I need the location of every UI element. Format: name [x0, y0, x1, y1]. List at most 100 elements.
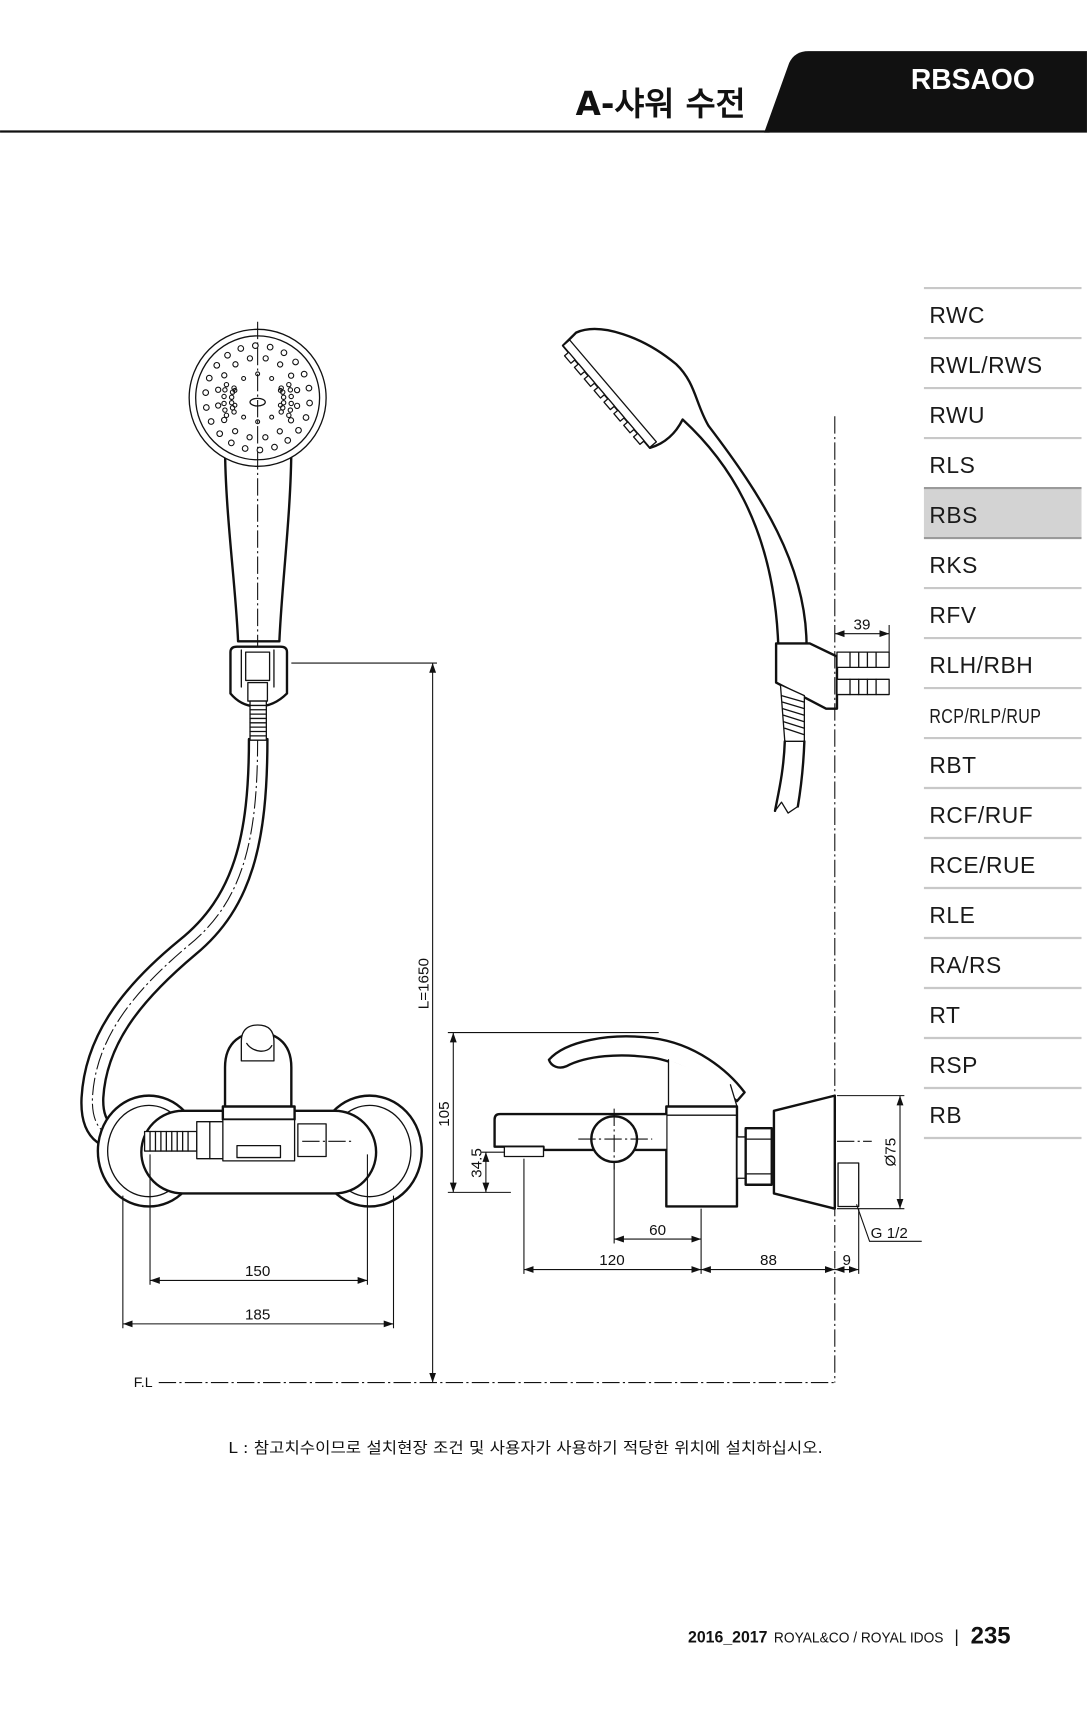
spray-hole — [241, 375, 247, 381]
spray-hole — [231, 428, 239, 435]
nipple-upper-ridges — [849, 651, 877, 669]
spray-hole — [305, 384, 313, 392]
hose-nut-top — [247, 681, 269, 702]
spray-hole — [300, 370, 308, 378]
floor-level-label: F.L — [134, 1374, 153, 1390]
dim-label-75: Ø75 — [883, 1138, 900, 1167]
page-header: A-샤워 수전 RBSAOO — [0, 51, 1087, 133]
index-item-rce-rue: RCE/RUE — [929, 852, 1035, 878]
spray-hole — [222, 407, 228, 413]
spray-hole — [288, 393, 294, 400]
hose-coil-top — [249, 700, 267, 741]
footer-separator: | — [954, 1626, 959, 1646]
dim-label-185: 185 — [245, 1307, 270, 1324]
hose-coil-ribs — [249, 704, 267, 737]
thread-label: G 1/2 — [871, 1225, 908, 1242]
bracket-socket — [245, 651, 271, 682]
hose-outer-edge — [80, 737, 251, 1154]
housing-window — [236, 1144, 282, 1159]
spray-hole — [269, 375, 275, 381]
spray-hole — [224, 351, 231, 359]
page-footer: 2016_2017 ROYAL&CO / ROYAL IDOS | 235 — [688, 1622, 1010, 1649]
spray-hole — [221, 416, 228, 424]
installation-note: L : 참고치수이므로 설치현장 조건 및 사용자가 사용하기 적당한 위치에 … — [228, 1439, 823, 1457]
spray-hole — [288, 400, 294, 407]
lever-cap — [240, 1024, 275, 1062]
spray-hole — [232, 387, 238, 393]
front-hose — [80, 737, 269, 1154]
spray-hole — [266, 343, 274, 351]
bracket-nipple-lower — [836, 678, 890, 696]
nozzle-ridge — [632, 432, 645, 446]
side-shower-head — [561, 327, 808, 647]
index-item-rwu: RWU — [929, 402, 985, 428]
dim-label-34-5: 34.5 — [469, 1148, 486, 1178]
spray-hole — [306, 399, 313, 407]
spray-hole — [277, 387, 283, 393]
side-wall-bracket — [774, 642, 890, 710]
spray-hole — [231, 409, 237, 415]
spout-outlet — [503, 1146, 545, 1158]
thread-leader — [856, 1204, 922, 1242]
spray-hole — [241, 445, 249, 452]
index-item-rbt: RBT — [929, 752, 976, 778]
nozzle-ridge — [623, 421, 635, 434]
dim-label-105: 105 — [436, 1101, 453, 1126]
dim-label-150: 150 — [245, 1263, 270, 1280]
index-item-rlh-rbh: RLH/RBH — [929, 652, 1033, 678]
footer-years: 2016_2017 — [688, 1628, 767, 1646]
spray-hole — [221, 372, 228, 379]
nozzle-ridge — [583, 374, 596, 388]
nozzle-ridge — [593, 386, 606, 399]
right-connector — [297, 1123, 327, 1158]
spray-hole — [262, 355, 269, 362]
side-body — [665, 1105, 739, 1208]
spray-hole — [251, 342, 259, 350]
spray-hole — [202, 389, 210, 396]
side-head-face — [562, 339, 657, 449]
side-view-drawing — [493, 327, 890, 1383]
spout — [493, 1112, 668, 1152]
side-connector — [736, 1136, 747, 1179]
index-item-rwl-rws: RWL/RWS — [929, 352, 1042, 378]
spray-hole — [213, 361, 221, 369]
side-index-active-highlight — [923, 488, 1082, 539]
spray-hole — [280, 394, 287, 400]
spray-hole — [293, 386, 301, 394]
index-item-rle: RLE — [929, 902, 975, 928]
spray-hole — [278, 409, 284, 415]
bracket-nipple-upper — [836, 651, 890, 669]
side-hose-edge-left — [773, 740, 786, 813]
spray-hole — [280, 349, 288, 357]
nozzle-ridge — [613, 409, 626, 422]
spray-hole — [284, 437, 292, 444]
spray-hole — [287, 407, 294, 413]
index-item-rfv: RFV — [929, 602, 976, 628]
spray-hole — [276, 361, 284, 368]
spray-hole — [293, 402, 301, 410]
nipple-lower-ridges — [849, 678, 877, 696]
nozzle-ridge — [573, 363, 586, 376]
front-view-drawing — [80, 321, 423, 1208]
spray-hole — [302, 414, 310, 421]
side-wall-flange — [772, 1094, 836, 1210]
dim-label-88: 88 — [760, 1252, 777, 1269]
dim-label-39: 39 — [854, 616, 871, 633]
spray-hole — [269, 414, 275, 420]
spray-hole — [232, 361, 239, 368]
index-item-rsp: RSP — [929, 1052, 978, 1078]
spray-hole — [228, 394, 235, 400]
side-connector-nut — [744, 1127, 773, 1186]
spray-hole — [207, 418, 215, 425]
nozzle-ridge — [563, 351, 576, 364]
hose-centerline — [91, 739, 259, 1142]
spray-hole — [215, 386, 222, 393]
nozzle-ridge — [603, 397, 616, 411]
spray-hole — [287, 387, 294, 393]
hose-inner-edge — [102, 737, 269, 1132]
index-item-rcf-ruf: RCF/RUF — [929, 802, 1033, 828]
index-item-rls: RLS — [929, 452, 975, 478]
spray-hole — [271, 443, 278, 451]
spray-hole — [232, 402, 238, 408]
